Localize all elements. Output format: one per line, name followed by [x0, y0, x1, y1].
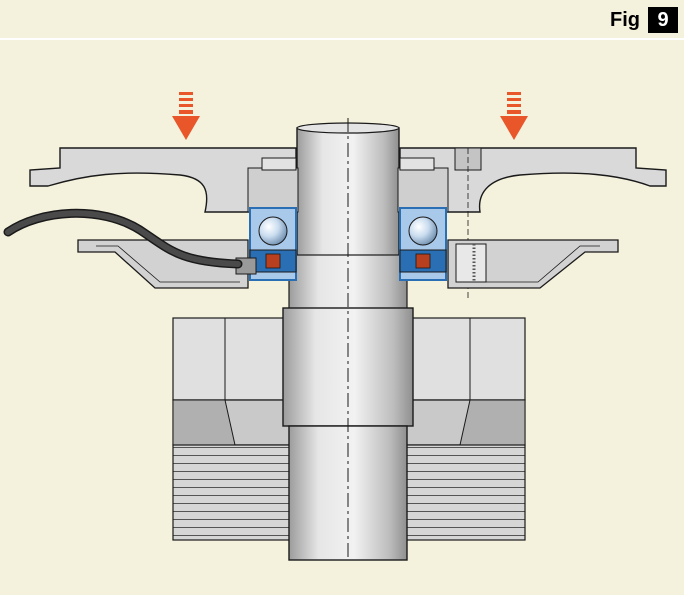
bearing-assembly-diagram — [3, 92, 667, 561]
bearing-right — [399, 207, 447, 281]
load-arrow-left — [172, 92, 200, 140]
figure-number: 9 — [648, 7, 678, 33]
upper-housing — [29, 147, 667, 300]
figure-label: Fig — [610, 9, 640, 31]
load-arrow-right — [500, 92, 528, 140]
shaft — [282, 118, 414, 561]
figure-header: Fig 9 — [0, 0, 684, 40]
sensor-cable — [3, 208, 243, 269]
lower-flange — [77, 239, 619, 289]
